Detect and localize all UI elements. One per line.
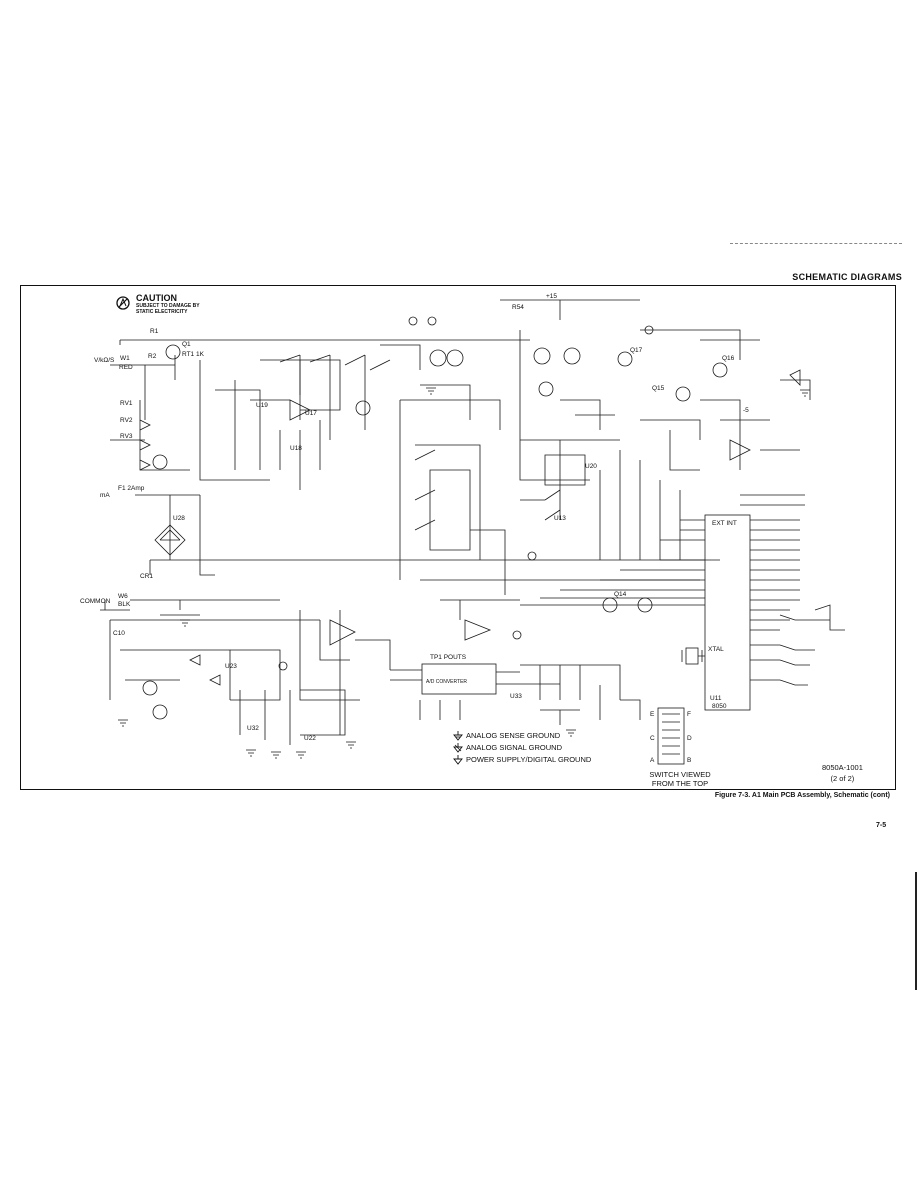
caution-note: CAUTION SUBJECT TO DAMAGE BY STATIC ELEC… — [116, 293, 200, 315]
common-wire: W6 — [118, 593, 128, 600]
label-q17: Q17 — [630, 347, 643, 354]
switch-pin-d: D — [687, 735, 692, 742]
signal-ground-icon — [453, 743, 463, 753]
legend-signal-text: ANALOG SIGNAL GROUND — [466, 743, 562, 752]
label-u32: U32 — [247, 725, 259, 732]
label-tp-counts: TP1 POUTS — [430, 654, 467, 661]
static-warning-icon — [116, 296, 130, 310]
page-edge-mark — [915, 872, 917, 990]
drawing-sheet: (2 of 2) — [830, 774, 855, 783]
label-u18: U18 — [290, 445, 302, 452]
legend-power-text: POWER SUPPLY/DIGITAL GROUND — [466, 755, 592, 764]
label-q14: Q14 — [614, 591, 627, 598]
volts-ohms-input-label: V/kΩ/S — [94, 357, 115, 364]
switch-pin-f: F — [687, 711, 691, 718]
switch-pin-a: A — [650, 757, 655, 764]
label-u13: U13 — [554, 515, 566, 522]
label-r2: R2 — [148, 353, 157, 360]
schematic-frame — [20, 285, 896, 790]
label-q15: Q15 — [652, 385, 665, 392]
label-rv1: RV1 — [120, 400, 133, 407]
label-u11-rom: 8050 — [712, 703, 727, 710]
volts-ohms-color: RED — [119, 364, 133, 371]
caution-subtitle: SUBJECT TO DAMAGE BY STATIC ELECTRICITY — [136, 303, 200, 315]
switch-view-line2: FROM THE TOP — [651, 779, 709, 788]
power-ground-icon — [453, 755, 463, 765]
label-u33: U33 — [510, 693, 522, 700]
label-u17: U17 — [305, 410, 317, 417]
switch-view-note: SWITCH VIEWED FROM THE TOP — [640, 770, 720, 788]
ground-legend: ANALOG SENSE GROUND ANALOG SIGNAL GROUND… — [453, 730, 591, 766]
switch-pin-e: E — [650, 711, 655, 718]
amps-fuse: F1 2Amp — [118, 485, 145, 492]
legend-power: POWER SUPPLY/DIGITAL GROUND — [453, 754, 591, 766]
switch-pin-c: C — [650, 735, 655, 742]
caution-title: CAUTION — [136, 293, 177, 303]
label-q16: Q16 — [722, 355, 735, 362]
amps-input-label: mA — [100, 492, 110, 499]
label-u11-ext: EXT INT — [712, 520, 737, 527]
label-u20: U20 — [585, 463, 597, 470]
volts-ohms-wire: W1 — [120, 355, 130, 362]
header-rule — [730, 243, 902, 244]
label-rv3: RV3 — [120, 433, 133, 440]
section-title: SCHEMATIC DIAGRAMS — [792, 272, 902, 282]
drawing-number: 8050A-1001 (2 of 2) — [822, 762, 863, 784]
label-rv2: RV2 — [120, 417, 133, 424]
figure-caption: Figure 7-3. A1 Main PCB Assembly, Schema… — [714, 792, 890, 799]
label-q1: Q1 — [182, 341, 191, 348]
common-color: BLK — [118, 601, 131, 608]
drawing-number-id: 8050A-1001 — [822, 763, 863, 772]
label-cr1: CR1 — [140, 573, 153, 580]
label-u11: U11 — [710, 695, 722, 702]
label-u28: U28 — [173, 515, 185, 522]
label-minus-v: -5 — [743, 407, 749, 414]
label-ad-converter: A/D CONVERTER — [426, 679, 467, 685]
label-r54: R54 — [512, 304, 524, 311]
legend-sense: ANALOG SENSE GROUND — [453, 730, 591, 742]
label-u19: U19 — [256, 402, 268, 409]
common-input-label: COMMON — [80, 598, 111, 605]
label-r1: R1 — [150, 328, 159, 335]
label-rt1: RT1 1K — [182, 351, 205, 358]
legend-sense-text: ANALOG SENSE GROUND — [466, 731, 561, 740]
label-plus-v: +15 — [546, 293, 557, 300]
label-u22: U22 — [304, 735, 316, 742]
label-c10: C10 — [113, 630, 125, 637]
page-number: 7-5 — [876, 822, 887, 829]
sense-ground-icon — [453, 731, 463, 741]
legend-signal: ANALOG SIGNAL GROUND — [453, 742, 591, 754]
switch-view-line1: SWITCH VIEWED — [649, 770, 711, 779]
switch-pin-b: B — [687, 757, 691, 764]
label-xtal: XTAL — [708, 646, 724, 653]
label-u23: U23 — [225, 663, 237, 670]
